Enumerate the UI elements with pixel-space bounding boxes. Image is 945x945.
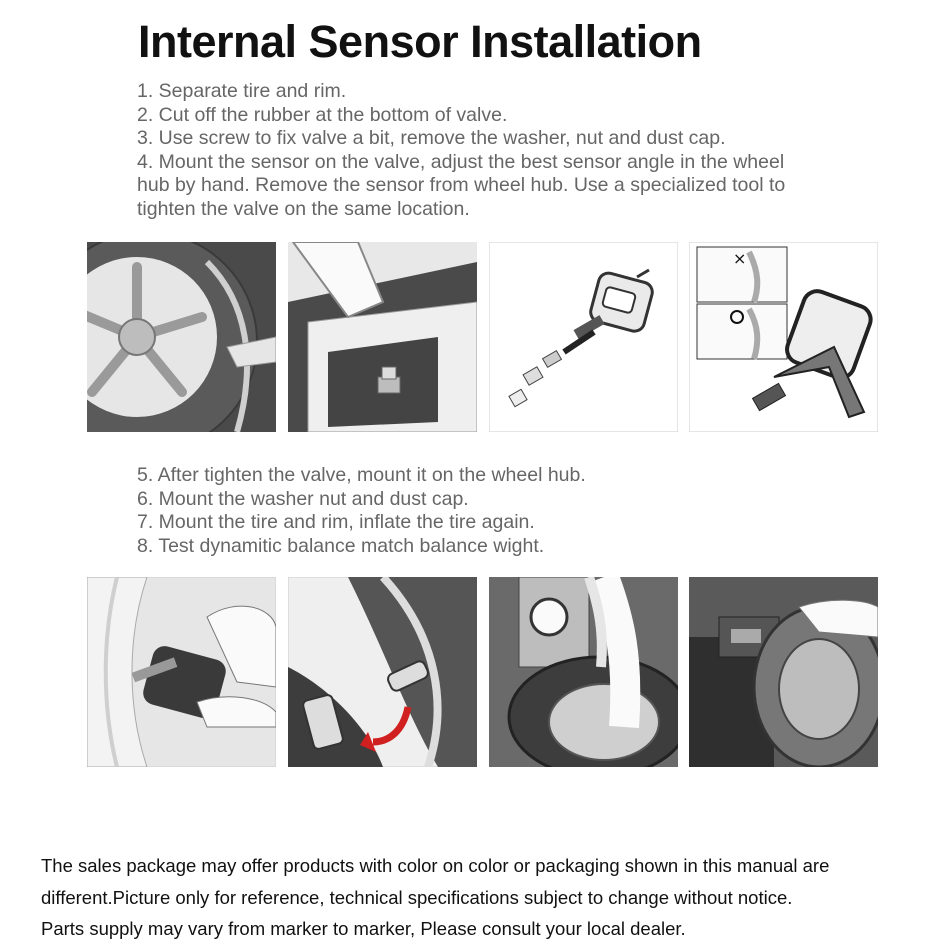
illustration-cut-rubber	[288, 242, 477, 432]
step-7: 7. Mount the tire and rim, inflate the t…	[137, 511, 535, 533]
disclaimer: The sales package may offer products wit…	[41, 850, 829, 945]
illustration-washer-nut	[288, 577, 477, 767]
illustration-mount-valve	[87, 577, 276, 767]
disclaimer-line-3: Parts supply may vary from marker to mar…	[41, 918, 686, 939]
step-1: 1. Separate tire and rim.	[137, 80, 347, 102]
disclaimer-line-1: The sales package may offer products wit…	[41, 855, 830, 876]
step-2: 2. Cut off the rubber at the bottom of v…	[137, 103, 508, 126]
step-8: 8. Test dynamitic balance match balance …	[137, 534, 545, 557]
illustration-separate-tire	[87, 242, 276, 432]
step-6: 6. Mount the washer nut and dust cap.	[137, 487, 469, 510]
step-4-line-3: tighten the valve on the same location.	[137, 197, 470, 220]
step-4-line-1: 4. Mount the sensor on the valve, adjust…	[137, 150, 785, 173]
wrong-mark: ×	[733, 249, 746, 268]
step-3: 3. Use screw to fix valve a bit, remove …	[137, 127, 726, 149]
step-5: 5. After tighten the valve, mount it on …	[137, 464, 586, 486]
step-4-line-2: hub by hand. Remove the sensor from whee…	[137, 174, 786, 196]
illustration-sensor-angle: ×	[689, 242, 878, 432]
illustration-balance-test	[689, 577, 878, 767]
steps-list-2: 5. After tighten the valve, mount it on …	[137, 464, 586, 558]
page-title: Internal Sensor Installation	[138, 16, 702, 67]
correct-mark	[730, 310, 744, 324]
illustration-valve-parts	[489, 242, 678, 432]
steps-list-1: 1. Separate tire and rim. 2. Cut off the…	[137, 80, 785, 221]
illustration-inflate-tire	[489, 577, 678, 767]
disclaimer-line-2: different.Picture only for reference, te…	[41, 886, 793, 908]
